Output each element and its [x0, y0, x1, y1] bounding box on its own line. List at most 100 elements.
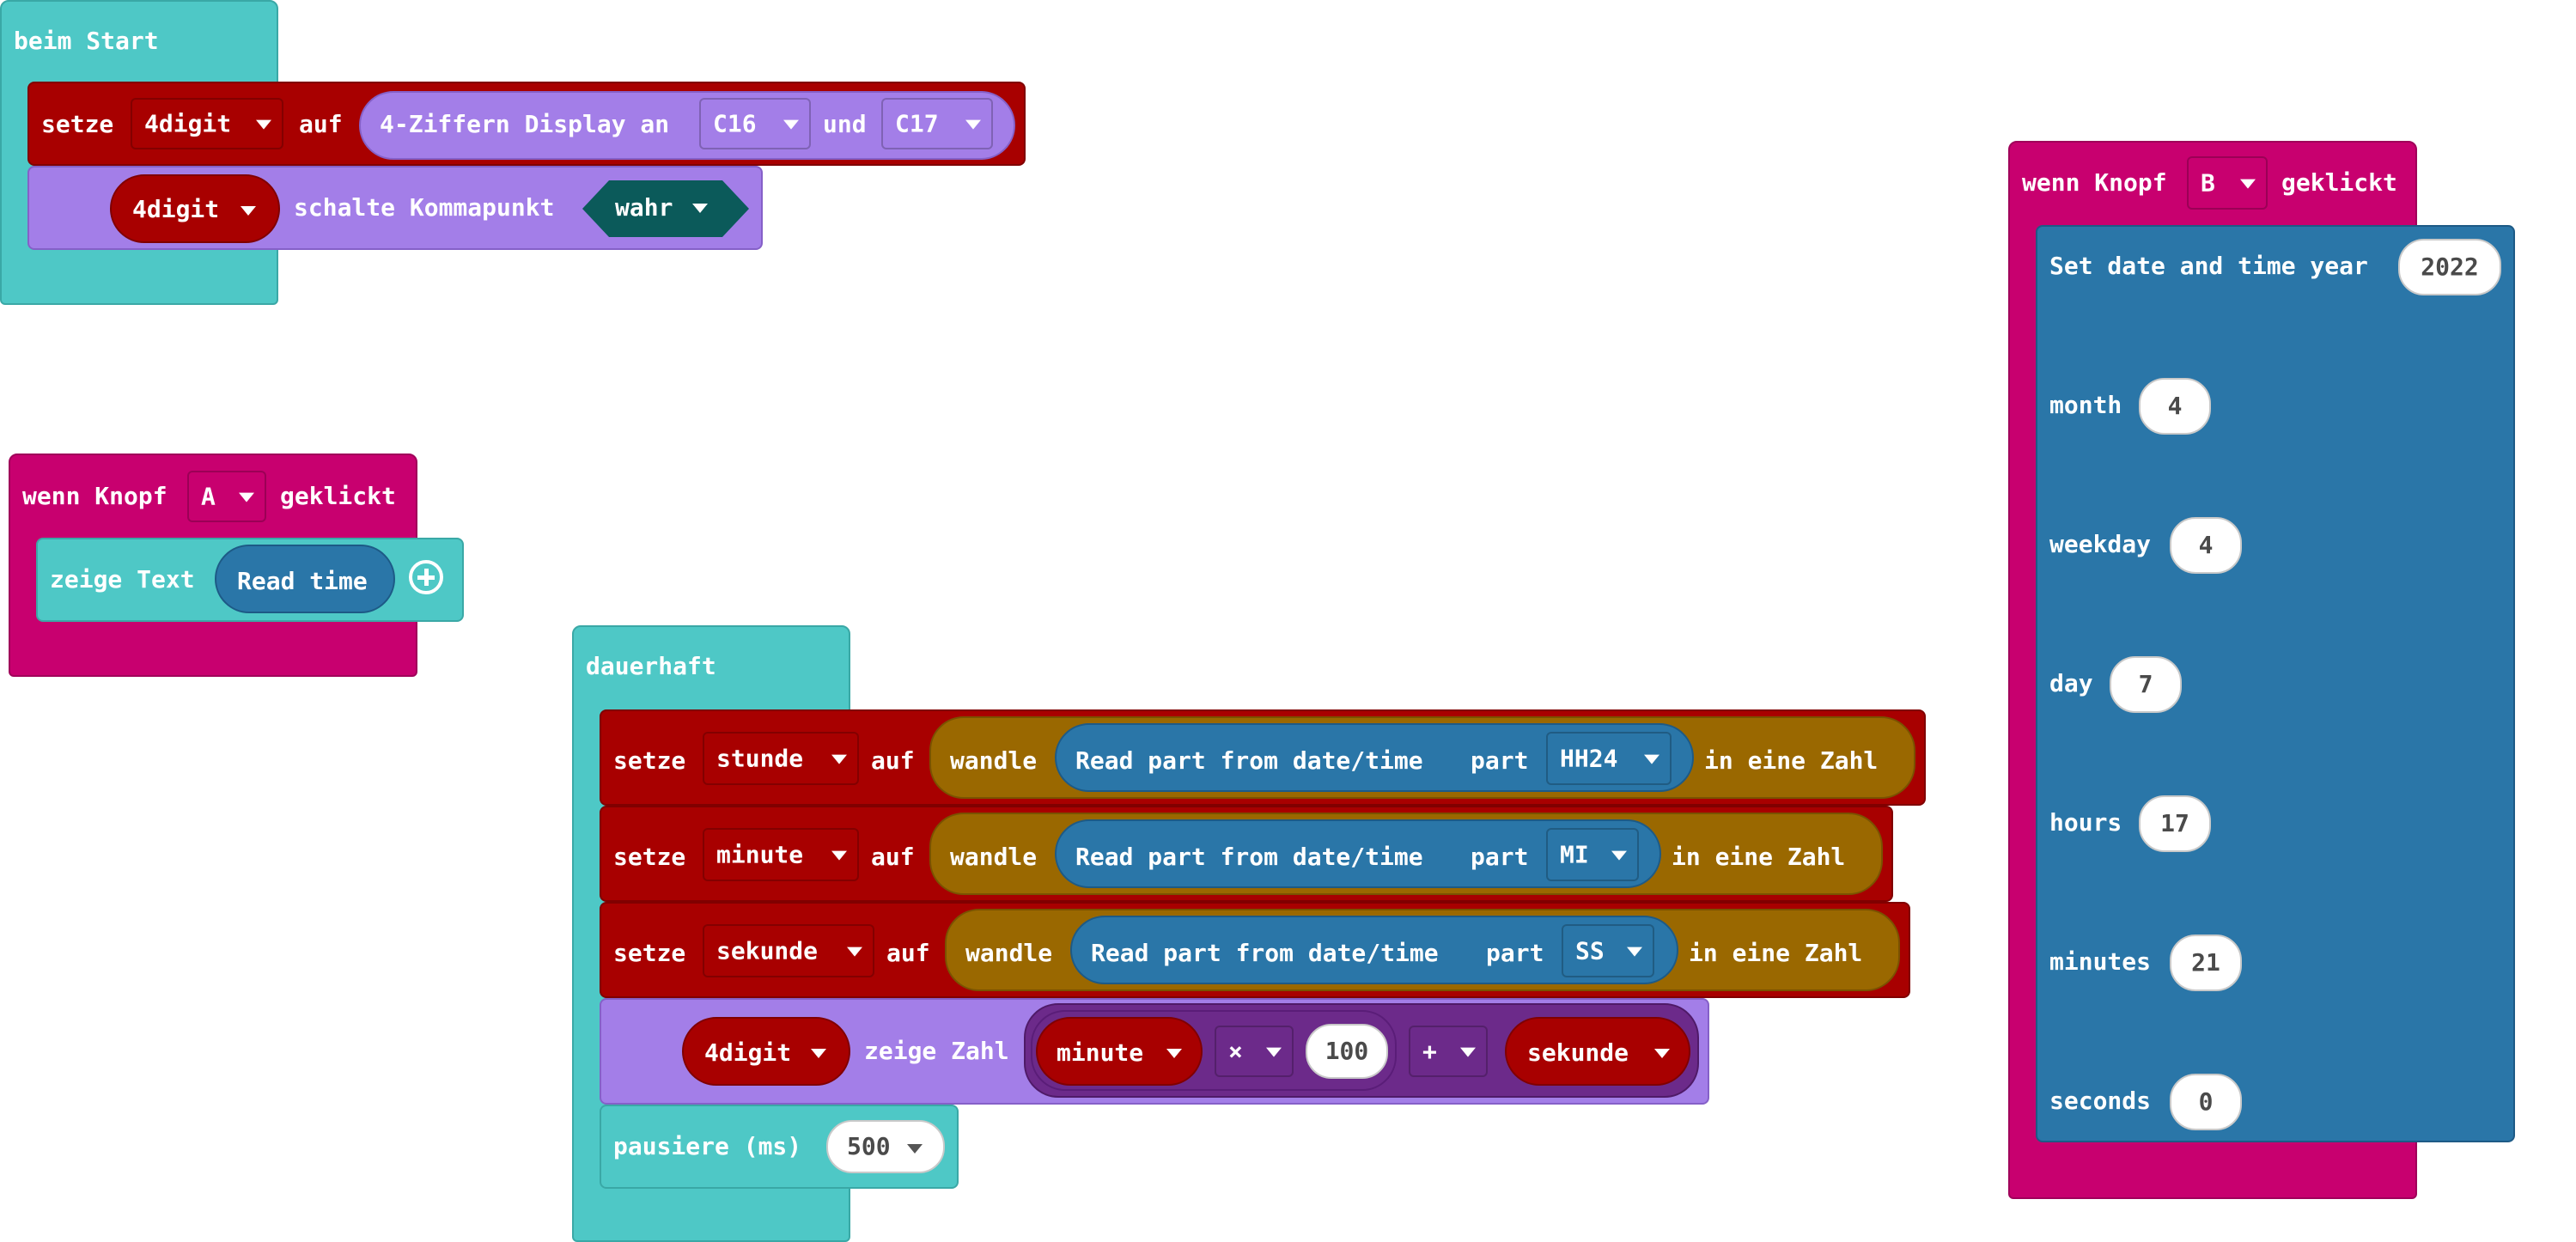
chevron-down-icon	[1654, 1049, 1670, 1058]
pause-label: pausiere (ms)	[613, 1132, 802, 1160]
month-label: month	[2049, 391, 2122, 419]
part-keyword: part	[1471, 746, 1529, 775]
weekday-input[interactable]: 4	[2170, 517, 2242, 574]
button-a-dropdown[interactable]: A	[187, 471, 266, 522]
chevron-down-icon	[692, 204, 708, 213]
bool-value-label: wahr	[615, 193, 673, 222]
chevron-down-icon	[831, 754, 847, 764]
and-keyword: und	[823, 110, 867, 138]
pause-value: 500	[847, 1132, 891, 1160]
chevron-down-icon	[256, 119, 271, 130]
chevron-down-icon	[1627, 947, 1642, 957]
chevron-down-icon	[1611, 850, 1627, 861]
pin1-dropdown[interactable]: C16	[699, 98, 811, 149]
var-minute-dropdown[interactable]: minute	[703, 828, 859, 881]
dp-var-pill[interactable]: 4digit	[110, 174, 280, 243]
minutes-input[interactable]: 21	[2170, 935, 2242, 991]
chevron-down-icon	[239, 492, 254, 502]
pin1-label: C16	[713, 109, 757, 138]
show-text-label: zeige Text	[50, 565, 195, 594]
to-number-label: in eine Zahl	[1672, 843, 1846, 871]
set-keyword: setze	[613, 939, 686, 967]
chevron-down-icon	[1644, 754, 1659, 764]
expr-sekunde-pill[interactable]: sekunde	[1505, 1017, 1690, 1086]
plus-operator-label: +	[1422, 1037, 1437, 1066]
day-value: 7	[2138, 670, 2153, 698]
weekday-value: 4	[2198, 531, 2214, 559]
day-label: day	[2049, 669, 2093, 697]
hours-input[interactable]: 17	[2139, 795, 2211, 852]
chevron-down-icon	[965, 119, 981, 130]
multiplier-value: 100	[1325, 1037, 1369, 1065]
set-datetime-label: Set date and time year	[2049, 252, 2368, 280]
set-keyword: setze	[613, 746, 686, 775]
to-keyword: auf	[871, 746, 915, 775]
minutes-value: 21	[2191, 948, 2220, 977]
part-hh24-dropdown[interactable]: HH24	[1546, 732, 1672, 785]
button-b-label: B	[2201, 168, 2215, 198]
multiplier-input[interactable]: 100	[1306, 1024, 1388, 1079]
expr-minute-pill[interactable]: minute	[1036, 1017, 1203, 1086]
on-start-title: beim Start	[14, 27, 159, 55]
seconds-input[interactable]: 0	[2170, 1074, 2242, 1130]
show-var-pill[interactable]: 4digit	[682, 1017, 850, 1086]
seconds-label: seconds	[2049, 1087, 2152, 1115]
day-input[interactable]: 7	[2110, 656, 2182, 713]
convert-keyword: wandle	[950, 746, 1038, 775]
year-input[interactable]: 2022	[2398, 239, 2501, 295]
part-keyword: part	[1471, 843, 1529, 871]
month-value: 4	[2167, 392, 2183, 420]
read-time-pill[interactable]: Read time	[215, 545, 395, 613]
chevron-down-icon	[783, 119, 799, 130]
show-var-label: 4digit	[704, 1038, 792, 1067]
add-plus-icon[interactable]	[409, 560, 443, 594]
dp-label: schalte Kommapunkt	[294, 193, 555, 222]
read-time-label: Read time	[237, 567, 368, 595]
to-keyword: auf	[871, 843, 915, 871]
read-part-label: Read part from date/time	[1075, 746, 1423, 775]
pin2-label: C17	[895, 109, 939, 138]
read-part-label: Read part from date/time	[1075, 843, 1423, 871]
set-keyword: setze	[41, 110, 114, 138]
expr-sekunde-label: sekunde	[1527, 1038, 1629, 1067]
show-number-label: zeige Zahl	[864, 1037, 1009, 1065]
pin2-dropdown[interactable]: C17	[881, 98, 993, 149]
part-hh24-label: HH24	[1560, 744, 1618, 773]
hours-label: hours	[2049, 808, 2122, 837]
var-4digit-dropdown[interactable]: 4digit	[131, 98, 283, 149]
weekday-label: weekday	[2049, 530, 2152, 558]
set-datetime-block[interactable]	[2036, 225, 2515, 1142]
var-sekunde-dropdown[interactable]: sekunde	[703, 924, 874, 977]
convert-keyword: wandle	[965, 939, 1053, 967]
chevron-down-icon	[2240, 179, 2256, 189]
month-input[interactable]: 4	[2139, 378, 2211, 435]
chevron-down-icon	[1166, 1049, 1182, 1058]
chevron-down-icon	[811, 1049, 826, 1058]
button-b-dropdown[interactable]: B	[2187, 156, 2268, 210]
bool-value-block[interactable]	[582, 180, 749, 237]
button-a-label: A	[201, 482, 216, 511]
set-keyword: setze	[613, 843, 686, 871]
convert-keyword: wandle	[950, 843, 1038, 871]
part-mi-dropdown[interactable]: MI	[1546, 828, 1639, 881]
times-operator-label: ×	[1228, 1037, 1243, 1066]
var-sekunde-label: sekunde	[716, 936, 819, 965]
read-part-label: Read part from date/time	[1091, 939, 1439, 967]
dp-var-label: 4digit	[132, 195, 220, 223]
to-number-label: in eine Zahl	[1689, 939, 1863, 967]
button-b-clicked: geklickt	[2281, 168, 2397, 197]
chevron-down-icon	[831, 850, 847, 861]
part-ss-dropdown[interactable]: SS	[1562, 924, 1654, 977]
times-operator-dropdown[interactable]: ×	[1215, 1026, 1294, 1077]
var-stunde-dropdown[interactable]: stunde	[703, 732, 859, 785]
button-b-when: wenn Knopf	[2022, 168, 2167, 197]
forever-title: dauerhaft	[586, 652, 716, 680]
seconds-value: 0	[2198, 1087, 2214, 1116]
part-mi-label: MI	[1560, 840, 1589, 869]
var-4digit-label: 4digit	[144, 109, 232, 138]
pause-value-dropdown[interactable]: 500	[826, 1120, 945, 1173]
expr-minute-label: minute	[1057, 1038, 1144, 1067]
plus-operator-dropdown[interactable]: +	[1409, 1026, 1488, 1077]
hours-value: 17	[2160, 809, 2189, 837]
chevron-down-icon	[907, 1144, 923, 1154]
